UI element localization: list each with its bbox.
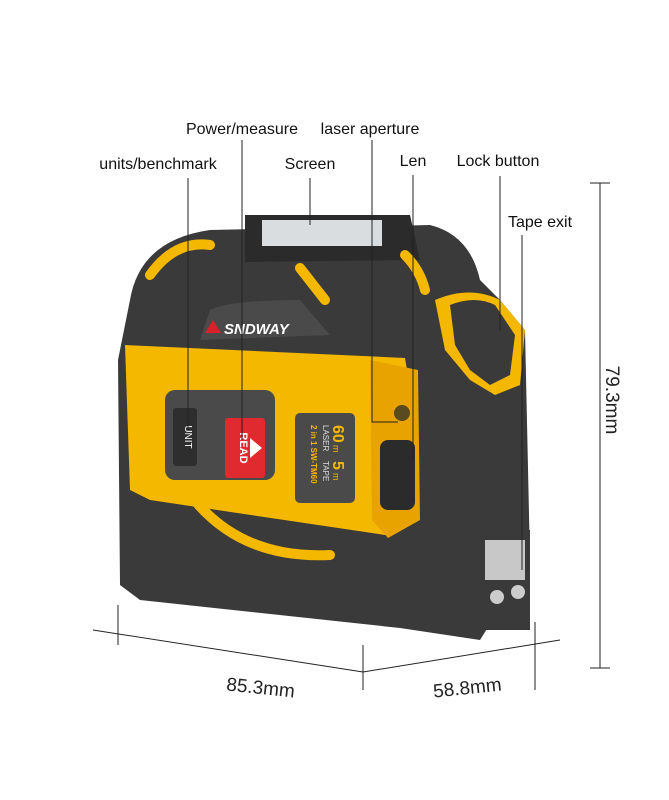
callout-screen: Screen <box>285 156 336 173</box>
callout-lines <box>187 140 523 570</box>
tape-hook <box>485 540 525 580</box>
height-dimension: 79.3mm <box>601 366 622 435</box>
tape-range: 5 <box>329 461 346 470</box>
unit-button[interactable] <box>173 408 197 466</box>
callout-power-measure: Power/measure <box>186 121 298 138</box>
callout-units-benchmark: units/benchmark <box>99 156 217 173</box>
callout-tape-exit: Tape exit <box>508 214 573 231</box>
lock-button[interactable] <box>450 300 515 385</box>
read-button-label: READ <box>237 432 249 463</box>
read-button[interactable] <box>225 418 265 478</box>
spec-label <box>295 413 355 503</box>
width-dimension: 85.3mm <box>225 675 295 703</box>
callout-laser-aperture: laser aperture <box>321 121 420 138</box>
depth-dimension: 58.8mm <box>432 675 502 703</box>
model-label: 2 in 1 SW-TM60 <box>309 425 318 484</box>
laser-label: LASER <box>321 425 330 451</box>
screen-icon <box>262 220 382 246</box>
brand-logo-icon <box>205 320 221 333</box>
dimension-lines <box>92 182 610 690</box>
tape-range-unit: m <box>331 473 341 481</box>
lens-icon <box>380 440 415 510</box>
tape-measure-device: UNIT READ 60 m LASER 5 m TAPE 2 in 1 SW-… <box>118 215 530 640</box>
callout-lock-button: Lock button <box>457 153 540 170</box>
laser-aperture-icon <box>394 405 410 421</box>
laser-range-unit: m <box>331 445 341 453</box>
arrow-icon <box>250 438 262 458</box>
unit-button-label: UNIT <box>182 425 193 448</box>
callout-len: Len <box>400 153 427 170</box>
laser-range: 60 <box>329 425 346 443</box>
tape-label: TAPE <box>321 461 330 481</box>
brand-name: SNDWAY <box>224 321 291 338</box>
